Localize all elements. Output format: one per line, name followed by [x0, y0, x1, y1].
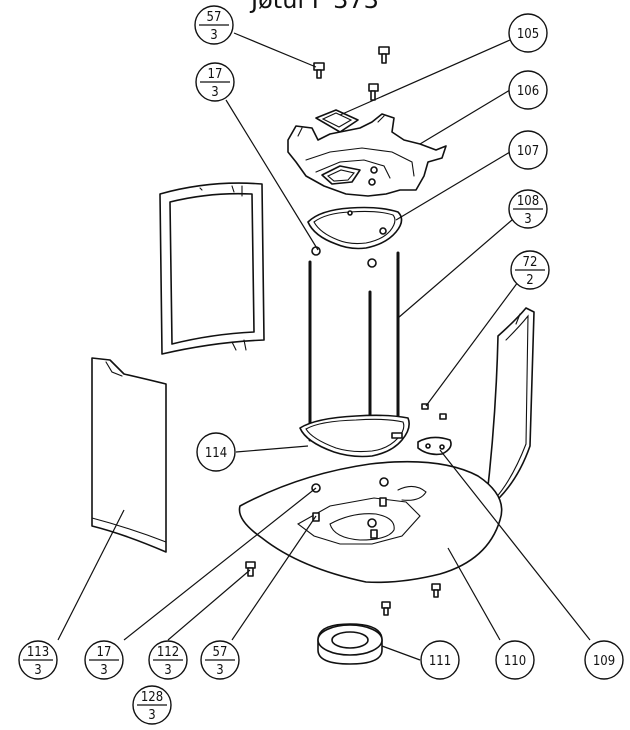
callout-number: 57 — [207, 10, 222, 25]
callout-109: 109 — [584, 640, 624, 680]
callout-number: 17 — [97, 645, 112, 660]
part-107-gasket — [307, 206, 403, 250]
callout-circle — [508, 130, 548, 170]
part-109-plate — [417, 436, 452, 456]
callout-circle — [495, 640, 535, 680]
callout-number: 109 — [593, 654, 615, 669]
callout-number: 114 — [205, 446, 227, 461]
callout-114: 114 — [196, 432, 236, 472]
callout-17: 317 — [195, 62, 235, 102]
callout-circle — [508, 70, 548, 110]
callout-111: 111 — [420, 640, 460, 680]
callout-number: 57 — [213, 645, 228, 660]
callout-number: 105 — [517, 27, 539, 42]
top-bolt-right — [368, 83, 379, 101]
part-111-ring — [317, 623, 383, 665]
callout-quantity: 3 — [524, 212, 531, 227]
callout-circle — [196, 432, 236, 472]
callout-number: 72 — [523, 255, 538, 270]
diagram-title: Jøtul F 373 — [251, 0, 379, 14]
callout-number: 106 — [517, 84, 539, 99]
callout-number: 111 — [429, 654, 451, 669]
part-72-screws — [421, 403, 447, 420]
callout-110: 110 — [495, 640, 535, 680]
callout-number: 108 — [517, 194, 539, 209]
callout-circle — [508, 13, 548, 53]
callout-quantity: 3 — [100, 663, 107, 678]
callout-quantity: 3 — [210, 28, 217, 43]
top-bolt-left — [313, 62, 325, 79]
callout-72: 272 — [510, 250, 550, 290]
top-bolt-center — [378, 46, 390, 64]
callout-106: 106 — [508, 70, 548, 110]
callout-quantity: 3 — [211, 85, 218, 100]
callout-number: 112 — [157, 645, 179, 660]
callout-quantity: 3 — [216, 663, 223, 678]
callout-circle — [420, 640, 460, 680]
callout-number: 107 — [517, 144, 539, 159]
bottom-screw-center — [381, 601, 391, 616]
part-105-gasket — [315, 109, 359, 133]
callout-quantity: 3 — [164, 663, 171, 678]
callout-quantity: 3 — [148, 708, 155, 723]
callout-17: 317 — [84, 640, 124, 680]
right-side-panel — [485, 307, 535, 509]
callout-bubbles: 3571053171061073108272114311331731123128… — [18, 5, 624, 725]
callout-quantity: 2 — [526, 273, 533, 288]
callout-number: 113 — [27, 645, 49, 660]
callout-circle — [584, 640, 624, 680]
callout-number: 128 — [141, 690, 163, 705]
part-113-panel — [91, 357, 167, 553]
side-panel-frame — [159, 182, 265, 355]
bottom-screw-112 — [245, 561, 256, 577]
part-106-top-plate — [287, 113, 447, 197]
callout-57: 357 — [194, 5, 234, 45]
callout-number: 17 — [208, 67, 223, 82]
callout-105: 105 — [508, 13, 548, 53]
callout-107: 107 — [508, 130, 548, 170]
part-114-ring — [299, 414, 410, 458]
leader-lines — [57, 32, 591, 661]
bottom-screw-right — [431, 583, 441, 598]
callout-57: 357 — [200, 640, 240, 680]
part-110-base — [238, 460, 503, 584]
callout-number: 110 — [504, 654, 526, 669]
callout-quantity: 3 — [34, 663, 41, 678]
